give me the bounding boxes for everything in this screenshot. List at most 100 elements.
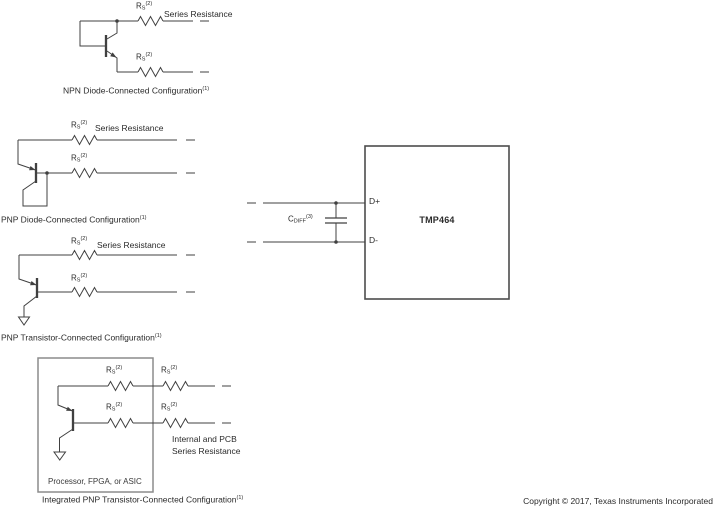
junction-dot bbox=[334, 201, 338, 205]
resistor-subscript: S bbox=[111, 369, 116, 376]
npn-emitter-arrow bbox=[110, 52, 117, 58]
resistor-footnote: (2) bbox=[80, 273, 88, 279]
pnp-diode-wires bbox=[17, 139, 195, 207]
resistor-symbol-letter: R bbox=[71, 236, 77, 246]
resistor-symbol-letter: R bbox=[71, 273, 77, 283]
resistor-label: RS(2) bbox=[136, 52, 152, 63]
resistor-symbol bbox=[162, 380, 189, 392]
resistor-footnote: (2) bbox=[170, 365, 178, 371]
junction-dot bbox=[334, 240, 338, 244]
resistor-symbol bbox=[71, 134, 98, 146]
caption-footnote: (1) bbox=[236, 495, 244, 501]
tmp464-circuit bbox=[247, 145, 510, 300]
resistor-symbol bbox=[162, 417, 189, 429]
pin-label-d-plus: D+ bbox=[369, 196, 381, 206]
internal-pcb-line2: Series Resistance bbox=[172, 445, 241, 456]
resistor-footnote: (2) bbox=[80, 236, 88, 242]
resistor-subscript: S bbox=[166, 406, 171, 413]
resistor-symbol-letter: R bbox=[136, 1, 142, 11]
integrated-pnp-circuit bbox=[37, 357, 231, 493]
resistor-symbol-letter: R bbox=[161, 365, 167, 375]
pnp-emitter-arrow bbox=[66, 406, 73, 411]
resistor-symbol-letter: R bbox=[106, 365, 112, 375]
internal-pcb-label: Internal and PCB Series Resistance bbox=[172, 434, 241, 457]
resistor-symbol bbox=[137, 15, 164, 27]
resistor-footnote: (2) bbox=[115, 365, 123, 371]
caption-footnote: (1) bbox=[154, 333, 162, 339]
caption-pnp-transistor: PNP Transistor-Connected Configuration(1… bbox=[1, 333, 162, 343]
resistor-subscript: S bbox=[76, 240, 81, 247]
caption-text: Integrated PNP Transistor-Connected Conf… bbox=[42, 494, 237, 505]
series-resistance-label: Series Resistance bbox=[95, 123, 164, 133]
series-resistance-label: Series Resistance bbox=[164, 9, 233, 19]
caption-npn-diode: NPN Diode-Connected Configuration(1) bbox=[63, 86, 209, 96]
capacitor-label: CDIFF(3) bbox=[288, 214, 313, 225]
processor-box-label: Processor, FPGA, or ASIC bbox=[48, 477, 142, 486]
resistor-label: RS(2) bbox=[106, 402, 122, 413]
caption-footnote: (1) bbox=[139, 215, 147, 221]
resistor-subscript: S bbox=[76, 277, 81, 284]
resistor-label: RS(2) bbox=[106, 365, 122, 376]
pnp-transistor-wires bbox=[18, 254, 195, 317]
npn-diode-circuit bbox=[79, 15, 209, 78]
caption-pnp-diode: PNP Diode-Connected Configuration(1) bbox=[1, 215, 147, 225]
resistor-symbol-letter: R bbox=[71, 153, 77, 163]
caption-text: NPN Diode-Connected Configuration bbox=[63, 85, 203, 96]
processor-box bbox=[37, 357, 154, 493]
resistor-label: RS(2) bbox=[161, 402, 177, 413]
resistor-symbol-letter: R bbox=[136, 52, 142, 62]
tmp464-box bbox=[364, 145, 510, 300]
pnp-emitter-arrow bbox=[29, 166, 36, 171]
resistor-symbol bbox=[107, 417, 134, 429]
junction-dot bbox=[115, 19, 119, 23]
pin-label-d-minus: D- bbox=[369, 235, 378, 245]
resistor-symbol-letter: R bbox=[106, 402, 112, 412]
resistor-footnote: (2) bbox=[145, 52, 153, 58]
resistor-label: RS(2) bbox=[136, 1, 152, 12]
resistor-symbol-letter: R bbox=[71, 120, 77, 130]
resistor-subscript: S bbox=[76, 124, 81, 131]
integrated-pnp-wires bbox=[57, 385, 231, 452]
resistor-label: RS(2) bbox=[71, 273, 87, 284]
resistor-subscript: S bbox=[141, 5, 146, 12]
resistor-subscript: S bbox=[111, 406, 116, 413]
capacitor-footnote: (3) bbox=[306, 214, 313, 220]
capacitor-symbol-letter: C bbox=[288, 214, 294, 224]
copyright-notice: Copyright © 2017, Texas Instruments Inco… bbox=[523, 496, 713, 506]
caption-integrated-pnp: Integrated PNP Transistor-Connected Conf… bbox=[42, 495, 243, 505]
resistor-label: RS(2) bbox=[71, 153, 87, 164]
resistor-label: RS(2) bbox=[71, 236, 87, 247]
resistor-symbol bbox=[71, 286, 98, 298]
resistor-footnote: (2) bbox=[170, 402, 178, 408]
pnp-emitter-arrow bbox=[30, 281, 37, 286]
caption-text: PNP Diode-Connected Configuration bbox=[1, 214, 140, 225]
internal-pcb-line1: Internal and PCB bbox=[172, 434, 237, 444]
npn-wires bbox=[79, 20, 209, 73]
resistor-symbol bbox=[137, 66, 164, 78]
resistor-subscript: S bbox=[141, 56, 146, 63]
resistor-symbol bbox=[71, 167, 98, 179]
resistor-footnote: (2) bbox=[115, 402, 123, 408]
resistor-symbol-letter: R bbox=[161, 402, 167, 412]
caption-text: PNP Transistor-Connected Configuration bbox=[1, 332, 155, 343]
dplus-dminus-wires bbox=[247, 202, 365, 243]
resistor-footnote: (2) bbox=[80, 153, 88, 159]
pnp-transistor-circuit bbox=[17, 249, 195, 326]
pnp-diode-circuit bbox=[17, 134, 195, 207]
ground-symbol bbox=[53, 451, 67, 461]
ground-symbol bbox=[17, 316, 31, 326]
junction-dot bbox=[45, 171, 49, 175]
capacitor-subscript: DIFF bbox=[293, 218, 307, 225]
resistor-subscript: S bbox=[76, 157, 81, 164]
resistor-label: RS(2) bbox=[71, 120, 87, 131]
caption-footnote: (1) bbox=[202, 86, 210, 92]
chip-name: TMP464 bbox=[419, 215, 455, 225]
resistor-symbol bbox=[71, 249, 98, 261]
resistor-footnote: (2) bbox=[80, 120, 88, 126]
resistor-label: RS(2) bbox=[161, 365, 177, 376]
resistor-symbol bbox=[107, 380, 134, 392]
resistor-footnote: (2) bbox=[145, 1, 153, 7]
resistor-subscript: S bbox=[166, 369, 171, 376]
